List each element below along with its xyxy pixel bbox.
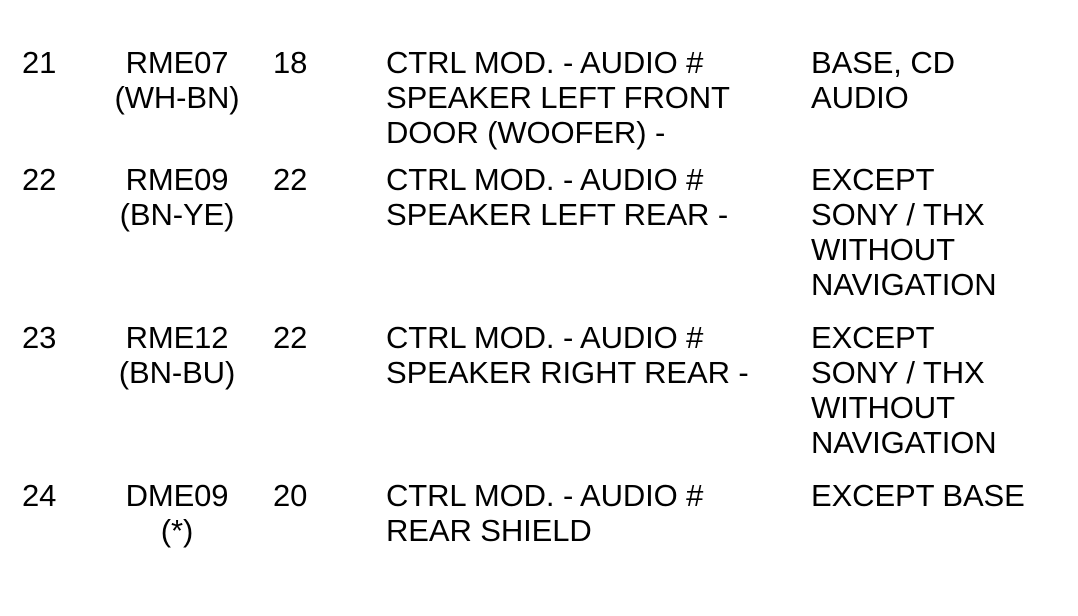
cell-wire-code: RME09 (BN-YE) <box>82 162 272 302</box>
pin-number: 24 <box>22 478 57 513</box>
pin-number: 21 <box>22 45 57 80</box>
cell-description: CTRL MOD. - AUDIO # REAR SHIELD <box>378 478 802 548</box>
note-line: WITHOUT <box>811 390 955 425</box>
note-line: NAVIGATION <box>811 267 997 302</box>
pin-number: 22 <box>22 162 57 197</box>
cell-wire-code: RME07 (WH-BN) <box>82 45 272 150</box>
wire-color-code: (*) <box>160 513 194 548</box>
description-line: CTRL MOD. - AUDIO # <box>386 320 704 355</box>
cell-wire-gauge: 20 <box>272 478 378 548</box>
description-line: SPEAKER LEFT FRONT <box>386 80 730 115</box>
description-line: CTRL MOD. - AUDIO # <box>386 45 704 80</box>
cell-pin-number: 23 <box>0 320 82 460</box>
cell-description: CTRL MOD. - AUDIO # SPEAKER LEFT REAR - <box>378 162 802 302</box>
description-line: REAR SHIELD <box>386 513 592 548</box>
row-gap <box>0 302 1078 320</box>
description-line: CTRL MOD. - AUDIO # <box>386 478 704 513</box>
cell-pin-number: 22 <box>0 162 82 302</box>
wire-code: RME07 <box>125 45 229 80</box>
wire-code: DME09 <box>125 478 229 513</box>
wire-color-code: (WH-BN) <box>114 80 240 115</box>
cell-notes: BASE, CD AUDIO <box>802 45 1078 150</box>
cell-description: CTRL MOD. - AUDIO # SPEAKER LEFT FRONT D… <box>378 45 802 150</box>
row-gap <box>0 460 1078 478</box>
pin-number: 23 <box>22 320 57 355</box>
cell-wire-gauge: 18 <box>272 45 378 150</box>
wire-color-code: (BN-BU) <box>118 355 236 390</box>
note-line: EXCEPT <box>811 320 935 355</box>
cell-wire-gauge: 22 <box>272 320 378 460</box>
wire-gauge: 18 <box>273 45 308 80</box>
pin-assignment-table: 21 RME07 (WH-BN) 18 CTRL MOD. - AUDIO # … <box>0 0 1078 548</box>
cell-description: CTRL MOD. - AUDIO # SPEAKER RIGHT REAR - <box>378 320 802 460</box>
table-top-spacer <box>0 0 1078 45</box>
wire-code: RME12 <box>125 320 229 355</box>
note-line: BASE, CD <box>811 45 955 80</box>
cell-wire-code: DME09 (*) <box>82 478 272 548</box>
note-line: SONY / THX <box>811 197 985 232</box>
cell-notes: EXCEPT SONY / THX WITHOUT NAVIGATION <box>802 320 1078 460</box>
note-line: AUDIO <box>811 80 909 115</box>
note-line: NAVIGATION <box>811 425 997 460</box>
table-row: 24 DME09 (*) 20 CTRL MOD. - AUDIO # REAR… <box>0 478 1078 548</box>
wire-code: RME09 <box>125 162 229 197</box>
table-row: 23 RME12 (BN-BU) 22 CTRL MOD. - AUDIO # … <box>0 320 1078 460</box>
note-line: WITHOUT <box>811 232 955 267</box>
cell-notes: EXCEPT BASE <box>802 478 1078 548</box>
note-line: SONY / THX <box>811 355 985 390</box>
description-line: CTRL MOD. - AUDIO # <box>386 162 704 197</box>
pin-table-body: 21 RME07 (WH-BN) 18 CTRL MOD. - AUDIO # … <box>0 0 1078 548</box>
wire-gauge: 22 <box>273 162 308 197</box>
wire-gauge: 22 <box>273 320 308 355</box>
cell-pin-number: 21 <box>0 45 82 150</box>
cell-wire-gauge: 22 <box>272 162 378 302</box>
description-line: SPEAKER LEFT REAR - <box>386 197 729 232</box>
wire-gauge: 20 <box>273 478 308 513</box>
cell-notes: EXCEPT SONY / THX WITHOUT NAVIGATION <box>802 162 1078 302</box>
table-row: 22 RME09 (BN-YE) 22 CTRL MOD. - AUDIO # … <box>0 162 1078 302</box>
table-row: 21 RME07 (WH-BN) 18 CTRL MOD. - AUDIO # … <box>0 45 1078 150</box>
cell-wire-code: RME12 (BN-BU) <box>82 320 272 460</box>
row-gap <box>0 150 1078 162</box>
note-line: EXCEPT BASE <box>811 478 1025 513</box>
description-line: DOOR (WOOFER) - <box>386 115 666 150</box>
cell-pin-number: 24 <box>0 478 82 548</box>
description-line: SPEAKER RIGHT REAR - <box>386 355 749 390</box>
wire-color-code: (BN-YE) <box>119 197 235 232</box>
note-line: EXCEPT <box>811 162 935 197</box>
